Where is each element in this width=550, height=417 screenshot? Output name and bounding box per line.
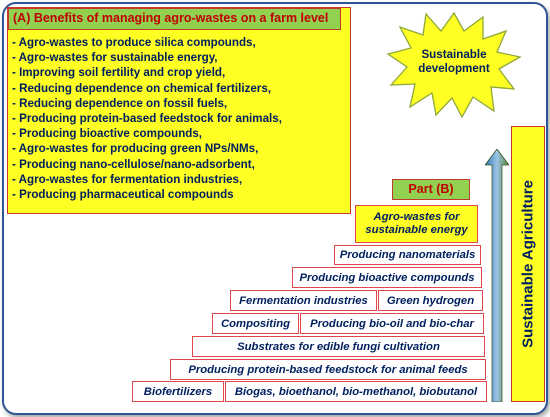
benefits-list: - Agro-wastes to produce silica compound…: [12, 35, 282, 202]
sustainable-development-label: Sustainable development: [400, 48, 508, 76]
benefit-item: - Producing pharmaceutical compounds: [12, 188, 234, 202]
step-fermentation: Fermentation industries: [230, 290, 377, 311]
benefit-item: - Agro-wastes for fermentation industrie…: [12, 172, 243, 186]
burst-line-1: Sustainable: [421, 48, 487, 61]
upward-arrow: [485, 149, 509, 402]
part-b-label: Part (B): [392, 179, 470, 200]
step-nanomaterials: Producing nanomaterials: [334, 245, 481, 265]
burst-shape: [386, 11, 522, 119]
benefit-item: - Agro-wastes to produce silica compound…: [12, 36, 256, 49]
step-biofertilizers: Biofertilizers: [132, 381, 224, 402]
sustainable-development-burst: [386, 11, 522, 119]
step-bioactive-compounds: Producing bioactive compounds: [292, 267, 482, 288]
benefits-panel-title: (A) Benefits of managing agro-wastes on …: [8, 8, 341, 30]
step-edible-fungi: Substrates for edible fungi cultivation: [192, 336, 485, 357]
step-compositing: Compositing: [212, 313, 299, 334]
step-sustainable-energy: Agro-wastes for sustainable energy: [355, 205, 478, 243]
benefit-item: - Producing protein-based feedstock for …: [12, 112, 282, 126]
step-feedstock: Producing protein-based feedstock for an…: [170, 359, 486, 380]
step-green-hydrogen: Green hydrogen: [378, 290, 483, 311]
benefit-item: - Reducing dependence on chemical fertil…: [12, 81, 271, 95]
benefit-item: - Reducing dependence on fossil fuels,: [12, 96, 228, 110]
step-bio-oil: Producing bio-oil and bio-char: [300, 313, 484, 334]
benefit-item: - Producing nano-cellulose/nano-adsorben…: [12, 157, 255, 171]
step-biogas: Biogas, bioethanol, bio-methanol, biobut…: [225, 381, 487, 402]
benefit-item: - Improving soil fertility and crop yiel…: [12, 66, 226, 80]
benefit-item: - Agro-wastes for sustainable energy,: [12, 51, 218, 65]
burst-line-2: development: [418, 62, 490, 75]
benefit-item: - Producing bioactive compounds,: [12, 127, 203, 141]
arrow-shape: [485, 149, 509, 402]
benefit-item: - Agro-wastes for producing green NPs/NM…: [12, 142, 259, 156]
benefits-panel: (A) Benefits of managing agro-wastes on …: [7, 7, 351, 214]
sustainable-agriculture-label: Sustainable Agriculture: [519, 180, 537, 348]
sustainable-agriculture-pillar: Sustainable Agriculture: [511, 126, 545, 402]
